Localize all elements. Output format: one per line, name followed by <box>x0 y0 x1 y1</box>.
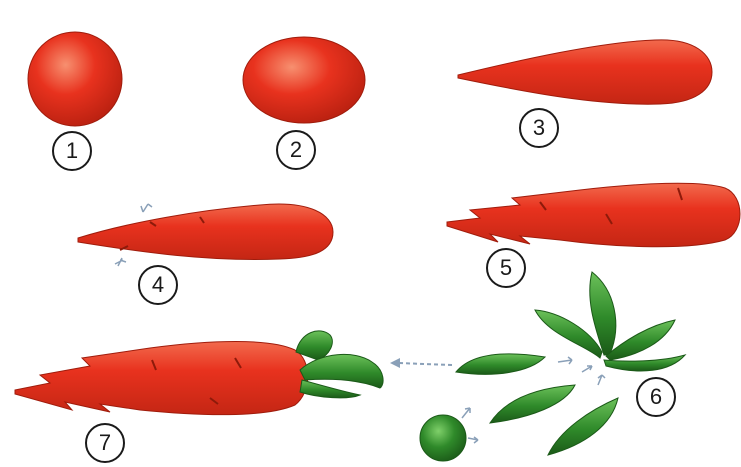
step-label-3: 3 <box>519 108 559 148</box>
step-label-2: 2 <box>276 130 316 170</box>
step-label-6: 6 <box>636 377 676 417</box>
step-5-grooved-carrot-root <box>447 183 740 247</box>
loose-leaf-2 <box>490 385 575 423</box>
step-3-tapered-cone <box>458 40 712 104</box>
step-7-finished-carrot <box>15 331 383 415</box>
leaf-cluster <box>535 272 685 371</box>
carrot-leaves <box>296 331 383 398</box>
step-label-5: 5 <box>486 248 526 288</box>
step-6-green-leaves <box>420 272 685 461</box>
loose-leaf-3 <box>548 398 618 455</box>
step-label-1: 1 <box>52 131 92 171</box>
step-label-7: 7 <box>85 423 125 463</box>
tool-mark-top <box>141 204 152 212</box>
step-4-cone-with-grooves <box>78 204 333 266</box>
attach-arrow <box>390 358 452 368</box>
step-2-flattened-ball <box>243 37 365 123</box>
step-1-ball <box>28 32 122 126</box>
step-label-4: 4 <box>138 265 178 305</box>
loose-leaf-1 <box>456 354 545 374</box>
tool-mark-bottom <box>115 258 126 266</box>
green-ball <box>420 415 466 461</box>
